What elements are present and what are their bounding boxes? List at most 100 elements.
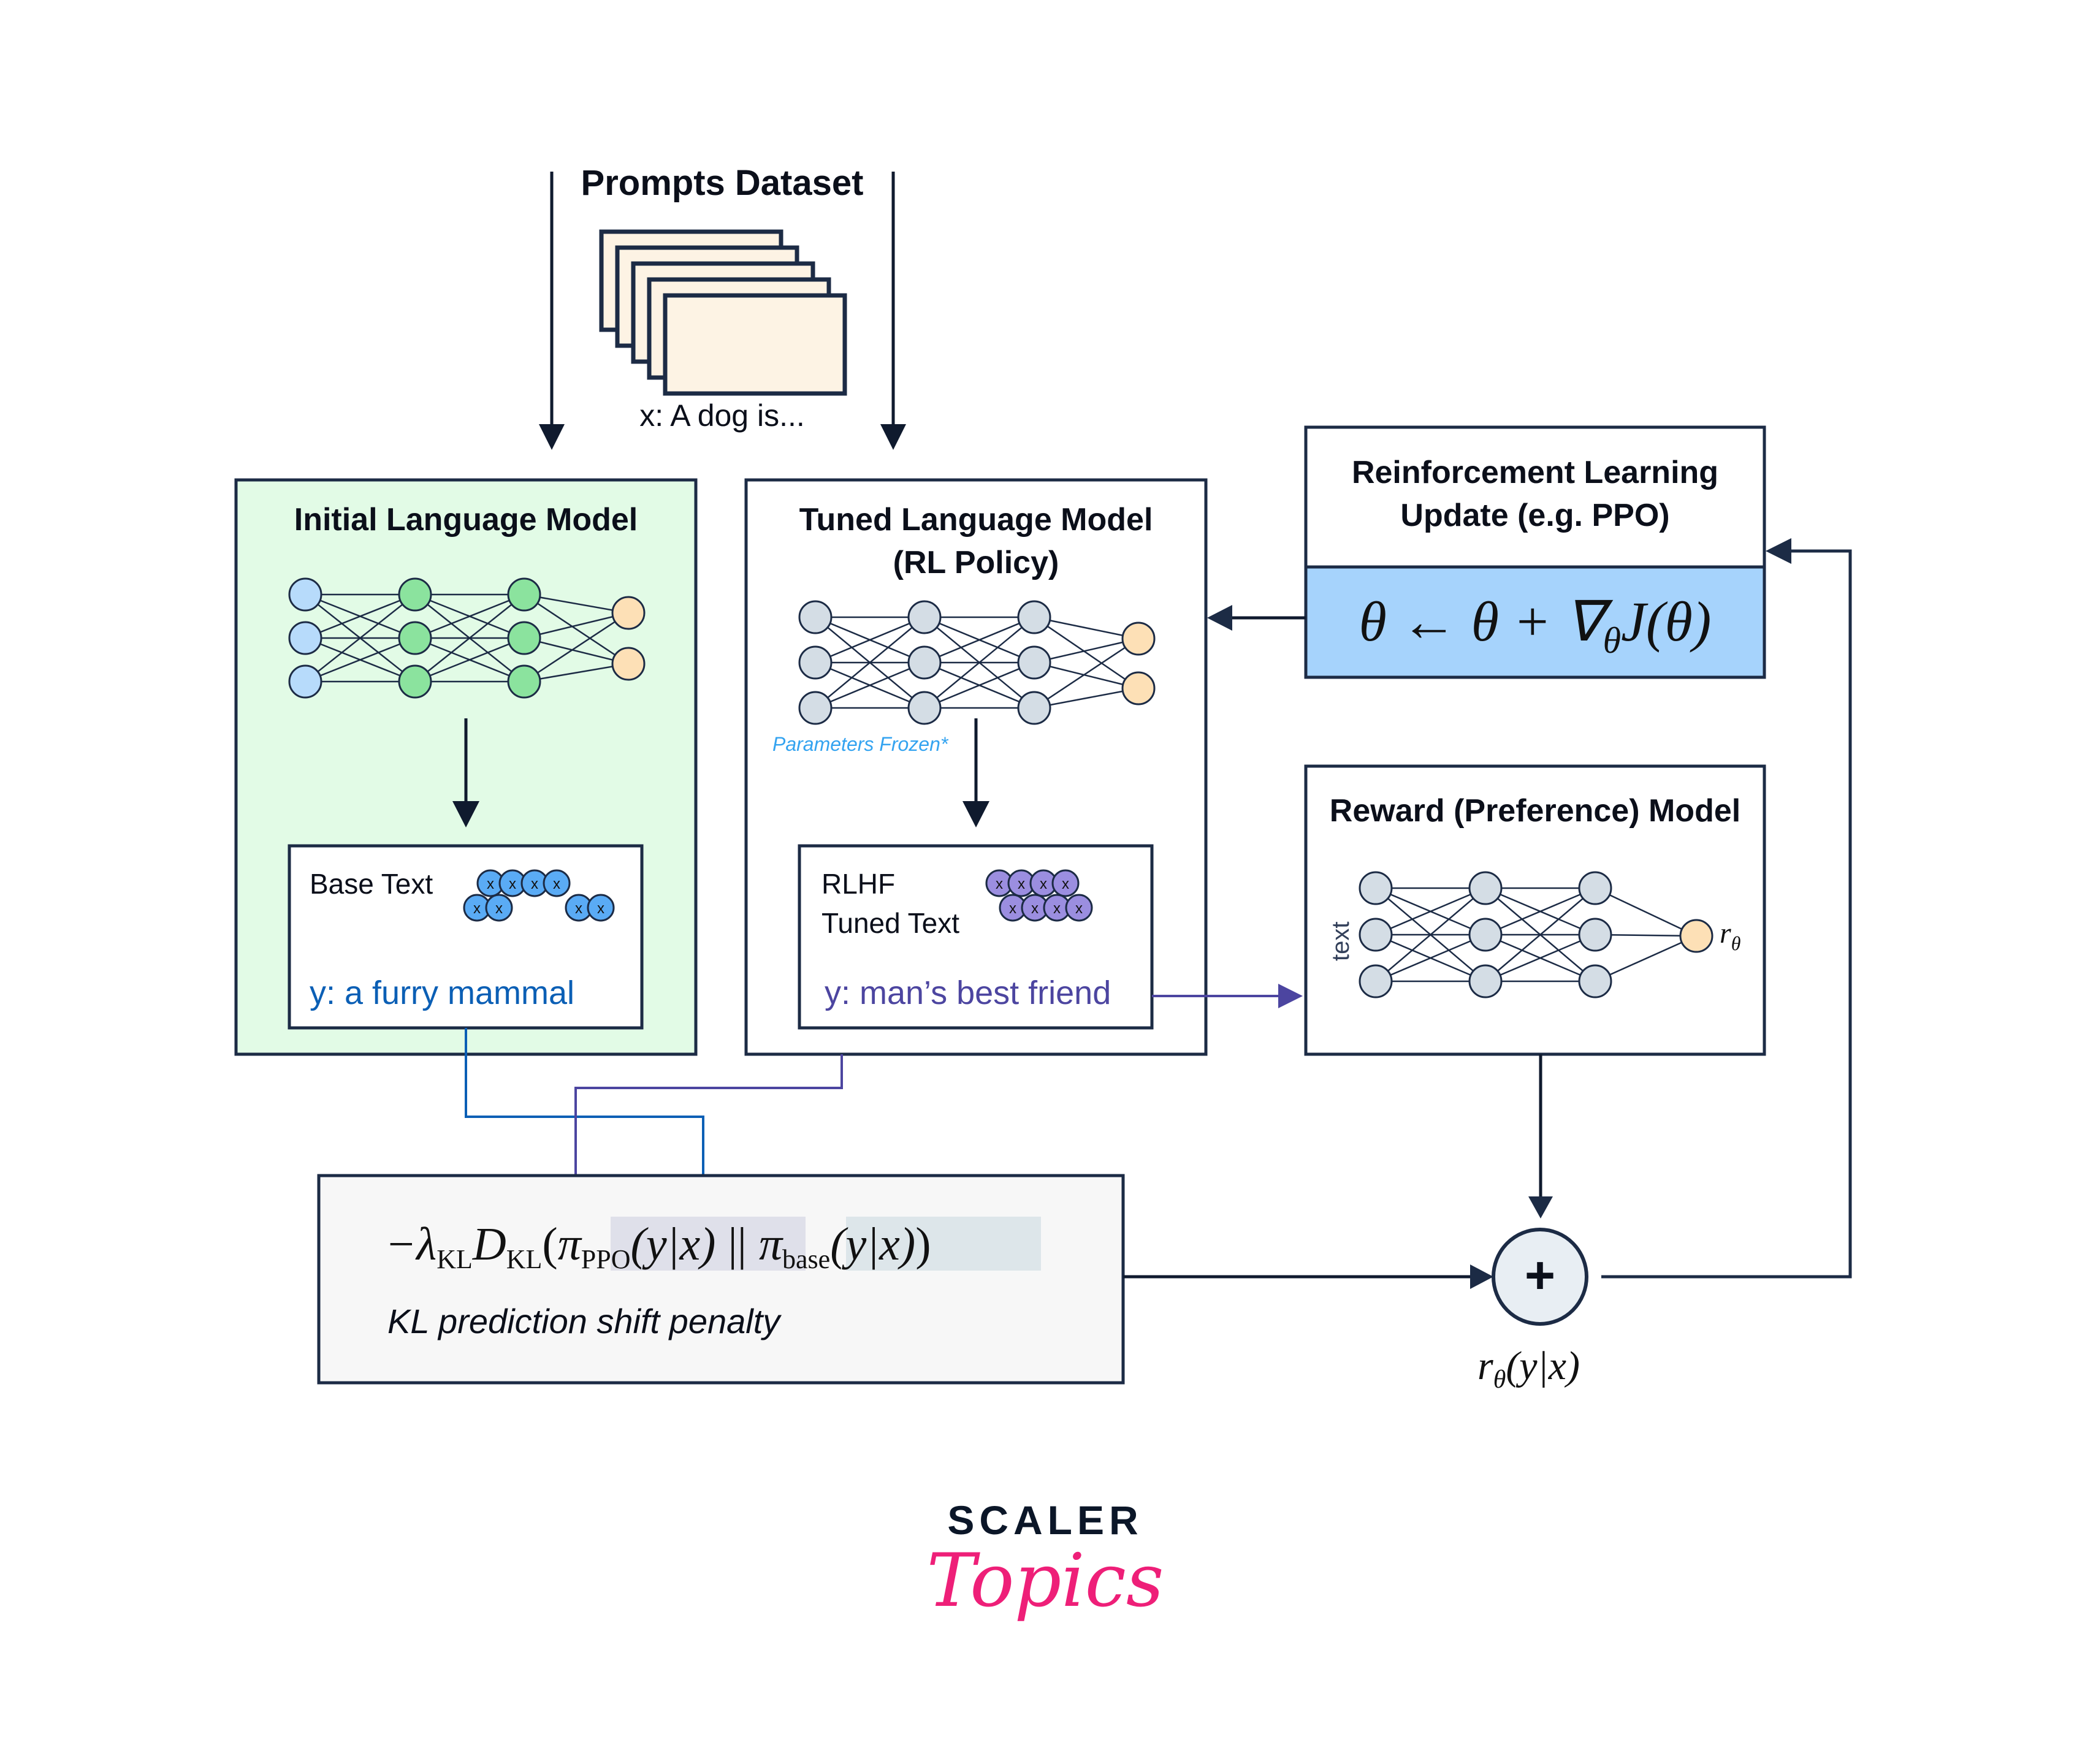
- network-node: [1359, 918, 1393, 952]
- kl-caption: KL prediction shift penalty: [387, 1302, 782, 1340]
- network-edge: [924, 661, 1035, 709]
- token-glyph: x: [1075, 900, 1083, 917]
- rl-update-panel: Reinforcement Learning Update (e.g. PPO)…: [1304, 425, 1766, 679]
- network-node: [288, 621, 322, 655]
- network-edge: [524, 637, 629, 665]
- network-node: [907, 600, 942, 634]
- network-node: [1578, 871, 1612, 905]
- initial-model-title: Initial Language Model: [294, 502, 638, 538]
- base-text-example: y: a furry mammal: [310, 975, 574, 1011]
- reward-output-label: rθ: [1720, 917, 1740, 954]
- network-node: [398, 577, 432, 612]
- network-node: [798, 691, 833, 725]
- network-edge: [1485, 887, 1596, 936]
- token-glyph: x: [996, 876, 1003, 892]
- token-glyph: x: [1053, 900, 1061, 917]
- initial-model-network: [288, 577, 646, 699]
- network-edge: [414, 594, 525, 682]
- network-edge: [1595, 935, 1697, 983]
- prompt-example: x: A dog is...: [639, 398, 805, 433]
- tuned-to-reward-arrow-head: [1278, 984, 1303, 1008]
- network-edge: [1375, 887, 1486, 936]
- network-node: [1578, 964, 1612, 998]
- network-node: [798, 600, 833, 634]
- prompt-arrow-tuned-head: [880, 424, 906, 450]
- kl-formula: −λKLDKL(πPPO(y|x)||πbase(y|x)): [385, 1218, 931, 1274]
- kl-penalty-panel: −λKLDKL(πPPO(y|x)||πbase(y|x)) KL predic…: [317, 1174, 1125, 1385]
- network-edge: [524, 593, 629, 665]
- network-edge: [1034, 616, 1139, 690]
- network-edge: [815, 617, 925, 709]
- network-node: [1017, 600, 1051, 634]
- network-node: [1468, 964, 1503, 998]
- network-node: [1468, 871, 1503, 905]
- network-edge: [1034, 637, 1139, 664]
- rl-update-formula: θ ← θ + ∇θJ(θ): [1359, 590, 1712, 661]
- reward-model-title: Reward (Preference) Model: [1330, 793, 1740, 829]
- tuned-model-subtitle: (RL Policy): [893, 545, 1059, 580]
- token-icon: [485, 894, 513, 922]
- tuned-model-title: Tuned Language Model: [799, 502, 1153, 538]
- prompts-dataset: Prompts Dataset x: A dog is...: [539, 163, 906, 450]
- token-icon: [587, 894, 615, 922]
- reward-input-label: text: [1327, 922, 1354, 961]
- network-node: [288, 664, 322, 699]
- reward-model-network: [1359, 871, 1713, 998]
- rl-to-tuned-arrow-head: [1207, 605, 1232, 631]
- network-edge: [1375, 933, 1486, 983]
- tuned-model-panel: Tuned Language Model (RL Policy) Paramet…: [744, 478, 1208, 1056]
- plus-icon: +: [1525, 1246, 1555, 1305]
- reward-model-panel: Reward (Preference) Model text rθ: [1304, 764, 1766, 1056]
- network-node: [507, 621, 541, 655]
- feedback-loop-arrow-head: [1766, 538, 1791, 564]
- token-icon: [1051, 869, 1080, 897]
- parameters-frozen-note: Parameters Frozen*: [772, 733, 949, 755]
- network-node: [398, 621, 432, 655]
- network-node: [1017, 691, 1051, 725]
- network-edge: [924, 616, 1035, 664]
- network-edge: [1485, 888, 1596, 982]
- network-edge: [1034, 637, 1139, 709]
- network-node: [1679, 919, 1713, 953]
- network-node: [907, 645, 942, 680]
- token-glyph: x: [1018, 876, 1025, 892]
- token-glyph: x: [553, 876, 560, 892]
- initial-arrow-head: [452, 801, 479, 827]
- network-node: [798, 645, 833, 680]
- network-edge: [305, 637, 416, 683]
- dataset-cards-icon: [599, 229, 847, 396]
- network-edge: [414, 593, 525, 639]
- tuned-text-example: y: man’s best friend: [825, 975, 1111, 1011]
- rl-update-title: Reinforcement Learning: [1352, 455, 1718, 490]
- network-node: [907, 691, 942, 725]
- network-node: [1578, 918, 1612, 952]
- network-edge: [1034, 661, 1139, 690]
- scaler-topics-logo: SCALER Topics: [927, 1497, 1164, 1624]
- token-glyph: x: [495, 900, 503, 917]
- network-edge: [524, 612, 629, 683]
- network-node: [1017, 645, 1051, 680]
- network-edge: [815, 616, 925, 664]
- network-node: [611, 596, 646, 630]
- network-node: [507, 664, 541, 699]
- rl-formula-band: [1304, 565, 1766, 679]
- network-node: [507, 577, 541, 612]
- prompts-title: Prompts Dataset: [581, 163, 864, 203]
- network-edge: [1485, 933, 1596, 983]
- network-edge: [1375, 888, 1486, 982]
- base-text-label: Base Text: [310, 868, 433, 900]
- network-node: [1359, 871, 1393, 905]
- token-glyph: x: [1040, 876, 1047, 892]
- network-node: [1468, 918, 1503, 952]
- network-node: [1359, 964, 1393, 998]
- network-edge: [524, 663, 629, 683]
- sum-output-label: rθ(y|x): [1477, 1344, 1580, 1394]
- base-text-box: [288, 844, 644, 1030]
- network-node: [611, 647, 646, 681]
- base-to-kl-connector: [465, 1028, 704, 1192]
- formula-rhs: J(θ): [1621, 590, 1711, 653]
- tuned-arrow-head: [962, 801, 989, 827]
- formula-lhs: θ ← θ + ∇: [1359, 590, 1614, 653]
